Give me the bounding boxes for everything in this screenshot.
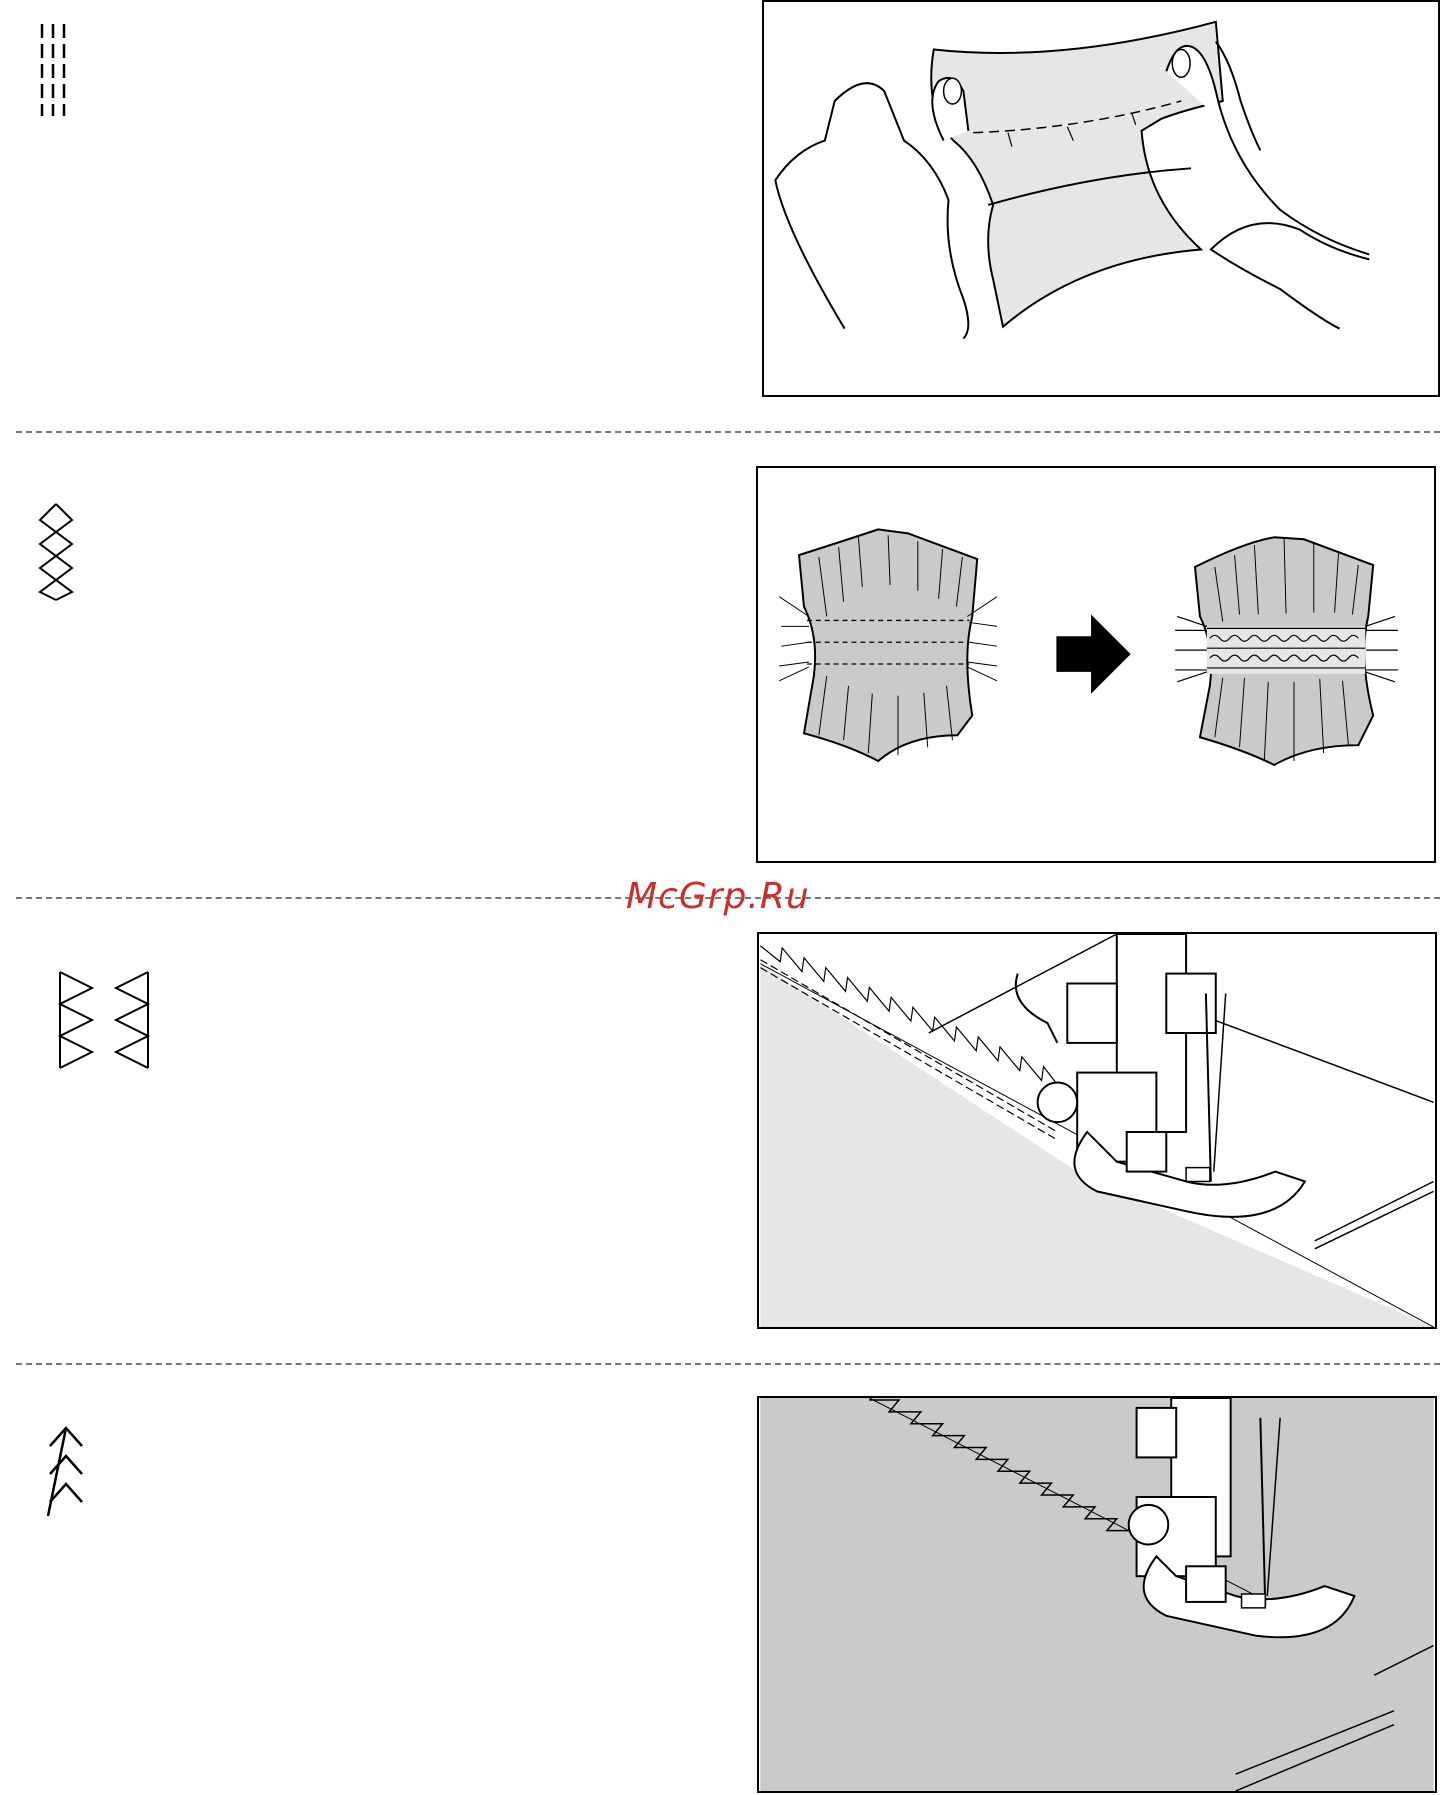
section-divider [16,431,1440,433]
section-smocking-stitch [0,440,1441,900]
cross-diamond-stitch-icon [38,502,74,602]
triangle-zigzag-stitch-icon [56,970,152,1070]
section-triangle-stitch [0,908,1441,1348]
figure-presser-foot-sewing-overcast [757,1396,1437,1793]
figure-hands-stretching-fabric [762,0,1440,397]
arrow-herringbone-stitch-icon [46,1422,86,1518]
figure-presser-foot-sewing-edge [757,932,1437,1329]
section-straight-stitch [0,0,1441,420]
section-feather-stitch [0,1374,1441,1795]
triple-straight-stitch-icon [38,22,68,118]
figure-gathered-fabric-before-after [756,466,1436,863]
arrow-right-icon [1056,615,1130,694]
section-divider [16,1363,1440,1365]
